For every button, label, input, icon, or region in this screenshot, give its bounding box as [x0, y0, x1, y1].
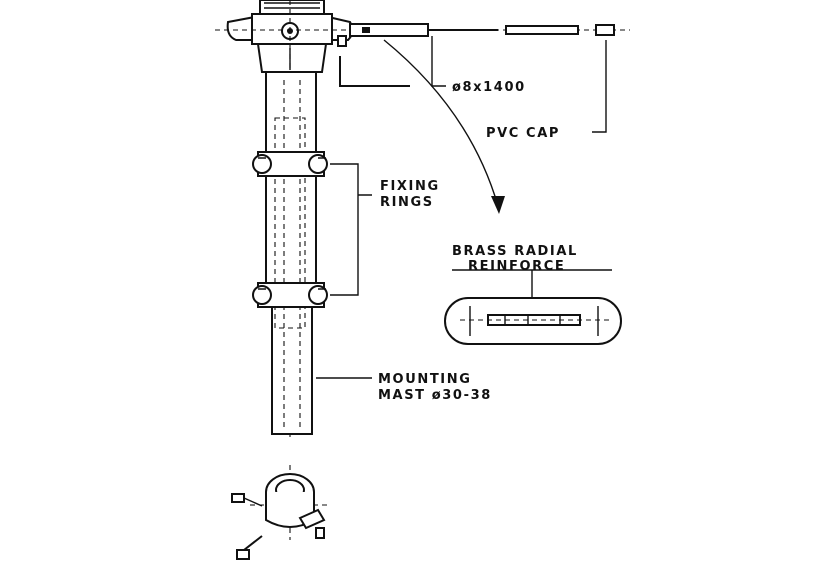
rod-leader — [431, 36, 446, 87]
brass-reinforce-label-line2: REINFORCE — [468, 259, 565, 274]
mounting-mast — [265, 71, 317, 435]
mounting-mast-label-line1: MOUNTING — [378, 372, 471, 387]
fixing-rings-label-line2: RINGS — [380, 195, 434, 210]
detail-arrow — [383, 39, 499, 207]
brass-reinforce-label-line1: BRASS RADIAL — [452, 244, 578, 259]
fixing-ring-lower — [252, 282, 328, 308]
clamp-ring-exploded — [231, 465, 330, 560]
fixing-rings-label-line1: FIXING — [380, 179, 440, 194]
fixing-ring-upper — [252, 151, 328, 177]
rings-bracket — [330, 163, 372, 296]
pvc-cap-shape — [595, 24, 615, 36]
cap-leader — [592, 40, 607, 133]
allen-key — [339, 56, 410, 87]
mounting-mast-label-line2: MAST ø30-38 — [378, 388, 492, 403]
antenna-base-clamp — [226, 0, 354, 73]
radial-rod — [349, 23, 615, 37]
pvc-cap-label: PVC CAP — [486, 126, 560, 141]
rod-label: ø8x1400 — [452, 80, 526, 95]
brass-reinforce-detail — [444, 269, 622, 345]
